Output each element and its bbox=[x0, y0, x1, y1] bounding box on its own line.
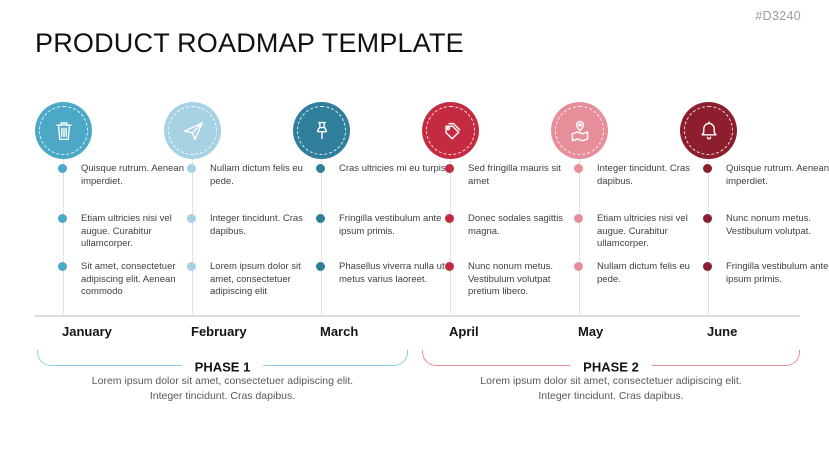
timeline-dotted-line bbox=[579, 159, 580, 316]
dashed-ring bbox=[684, 106, 733, 155]
milestone-text: Fringilla vestibulum ante ipsum primis. bbox=[339, 213, 442, 237]
milestone-text: Donec sodales sagittis magna. bbox=[468, 213, 564, 237]
bullet-dot bbox=[574, 164, 583, 173]
month-label: May bbox=[578, 324, 604, 339]
dashed-ring bbox=[426, 106, 475, 155]
milestone-text: Sed fringilla mauris sit amet bbox=[468, 163, 561, 187]
bell-icon bbox=[700, 120, 717, 139]
map-pin-icon bbox=[571, 120, 588, 141]
bullet-dot bbox=[316, 214, 325, 223]
bullet-dot bbox=[58, 214, 67, 223]
phase1-description-line2: Integer tincidunt. Cras dapibus. bbox=[149, 390, 296, 403]
dashed-ring bbox=[168, 106, 217, 155]
bullet-dot bbox=[703, 164, 712, 173]
trash-icon bbox=[55, 121, 72, 140]
price-tags-icon bbox=[444, 122, 460, 140]
milestone-circle bbox=[164, 102, 221, 159]
milestone-circle bbox=[551, 102, 608, 159]
milestone-text: Nullam dictum felis eu pede. bbox=[597, 261, 690, 285]
milestone-text: Nunc nonum metus. Vestibulum volutpat pr… bbox=[468, 261, 554, 298]
phase2-description-line1: Lorem ipsum dolor sit amet, consectetuer… bbox=[480, 375, 742, 387]
milestone-text: Quisque rutrum. Aenean imperdiet. bbox=[726, 163, 829, 187]
phase2-label: PHASE 2 bbox=[570, 359, 652, 374]
timeline-column-february: Nullam dictum felis eu pede. Integer tin… bbox=[164, 102, 303, 362]
bullet-dot bbox=[187, 164, 196, 173]
dashed-ring bbox=[39, 106, 88, 155]
milestone-text: Integer tincidunt. Cras dapibus. bbox=[210, 213, 303, 237]
timeline-column-april: Sed fringilla mauris sit amet Donec soda… bbox=[422, 102, 563, 362]
milestone-circle bbox=[680, 102, 737, 159]
bullet-dot bbox=[445, 164, 454, 173]
milestone-text: Etiam ultricies nisi vel augue. Curabitu… bbox=[81, 213, 172, 250]
page-title: PRODUCT ROADMAP TEMPLATE bbox=[35, 28, 464, 58]
slide-id-tag: #D3240 bbox=[755, 9, 801, 23]
timeline-dotted-line bbox=[192, 159, 193, 316]
timeline-column-january: Quisque rutrum. Aenean imperdiet. Etiam … bbox=[35, 102, 184, 362]
phase2-bracket: PHASE 2 bbox=[422, 350, 800, 374]
timeline-column-may: Integer tincidunt. Cras dapibus. Etiam u… bbox=[551, 102, 690, 362]
bullet-dot bbox=[187, 214, 196, 223]
phase1-description: Lorem ipsum dolor sit amet, consectetuer… bbox=[37, 374, 408, 404]
milestone-text: Etiam ultricies nisi vel augue. Curabitu… bbox=[597, 213, 688, 250]
bullet-dot bbox=[445, 214, 454, 223]
milestone-text: Cras ultricies mi eu turpis. bbox=[339, 163, 449, 174]
dashed-ring bbox=[297, 106, 346, 155]
month-label: January bbox=[62, 324, 112, 339]
bullet-dot bbox=[703, 214, 712, 223]
bullet-dot bbox=[574, 262, 583, 271]
phase2-description: Lorem ipsum dolor sit amet, consectetuer… bbox=[422, 374, 800, 404]
timeline-column-march: Cras ultricies mi eu turpis. Fringilla v… bbox=[293, 102, 448, 362]
bullet-dot bbox=[58, 164, 67, 173]
phase2-description-line2: Integer tincidunt. Cras dapibus. bbox=[538, 390, 684, 403]
push-pin-icon bbox=[316, 121, 327, 139]
dashed-ring bbox=[555, 106, 604, 155]
milestone-text: Integer tincidunt. Cras dapibus. bbox=[597, 163, 690, 187]
milestone-text: Sit amet, consectetuer adipiscing elit. … bbox=[81, 261, 176, 298]
timeline-dotted-line bbox=[63, 159, 64, 316]
milestone-text: Quisque rutrum. Aenean imperdiet. bbox=[81, 163, 184, 187]
bullet-dot bbox=[445, 262, 454, 271]
bullet-dot bbox=[574, 214, 583, 223]
bullet-dot bbox=[316, 164, 325, 173]
milestone-text: Fringilla vestibulum ante ipsum primis. bbox=[726, 261, 829, 285]
milestone-circle bbox=[35, 102, 92, 159]
month-label: April bbox=[449, 324, 479, 339]
milestone-circle bbox=[293, 102, 350, 159]
phase1-bracket: PHASE 1 bbox=[37, 350, 408, 374]
phase1-description-line1: Lorem ipsum dolor sit amet, consectetuer… bbox=[91, 375, 354, 387]
milestone-text: Nunc nonum metus. Vestibulum volutpat. bbox=[726, 213, 812, 237]
timeline-dotted-line bbox=[708, 159, 709, 316]
milestone-text: Lorem ipsum dolor sit amet, consectetuer… bbox=[210, 261, 301, 298]
month-label: February bbox=[191, 324, 247, 339]
phase1-label: PHASE 1 bbox=[181, 359, 264, 374]
timeline-dotted-line bbox=[321, 159, 322, 316]
month-label: March bbox=[320, 324, 359, 339]
milestone-text: Nullam dictum felis eu pede. bbox=[210, 163, 303, 187]
timeline-axis-line bbox=[35, 315, 800, 317]
milestone-circle bbox=[422, 102, 479, 159]
bullet-dot bbox=[316, 262, 325, 271]
timeline-dotted-line bbox=[450, 159, 451, 316]
bullet-dot bbox=[187, 262, 196, 271]
paper-plane-icon bbox=[183, 121, 203, 140]
bullet-dot bbox=[703, 262, 712, 271]
bullet-dot bbox=[58, 262, 67, 271]
timeline-column-june: Quisque rutrum. Aenean imperdiet. Nunc n… bbox=[680, 102, 829, 362]
month-label: June bbox=[707, 324, 738, 339]
milestone-text: Phasellus viverra nulla ut metus varius … bbox=[339, 261, 445, 285]
